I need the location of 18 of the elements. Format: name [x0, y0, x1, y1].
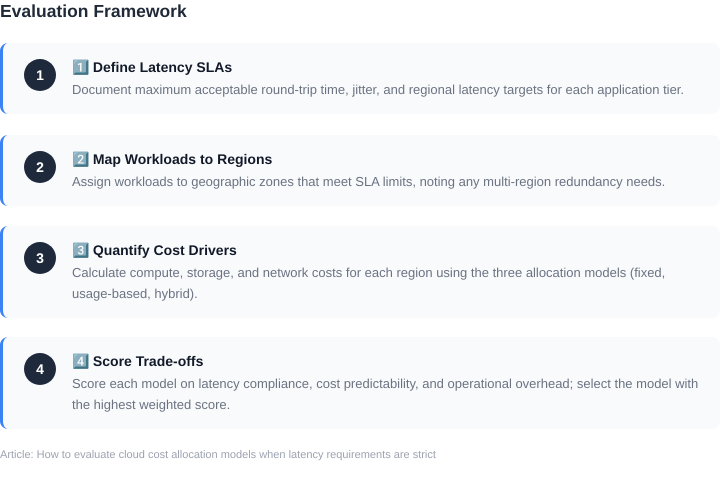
- step-heading: 2⃣ Map Workloads to Regions: [72, 150, 274, 169]
- step-card: [0, 337, 720, 429]
- page-title: Evaluation Framework: [0, 1, 187, 21]
- step-card: [0, 135, 720, 206]
- step-number-circle: 4: [24, 353, 56, 385]
- step-heading: 3⃣ Quantify Cost Drivers: [72, 241, 238, 260]
- step-description: Calculate compute, storage, and network costs for each region using the three allocation models (fixed, usage-based, hybrid).: [72, 264, 666, 303]
- step-card: [0, 226, 720, 318]
- step-description: Assign workloads to geographic zones that meet SLA limits, noting any multi-region redundancy needs.: [72, 173, 666, 191]
- step-card: [0, 43, 720, 114]
- step-number-circle: 2: [24, 151, 56, 183]
- step-description: Score each model on latency compliance, cost predictability, and operational overhead; select the model with the highest weighted score.: [72, 375, 700, 414]
- article-note: Article: How to evaluate cloud cost allocation models when latency requirements are strict: [0, 448, 436, 462]
- step-heading: 1⃣ Define Latency SLAs: [72, 58, 234, 77]
- step-description: Document maximum acceptable round-trip time, jitter, and regional latency targets for each application tier.: [72, 81, 686, 99]
- step-heading: 4⃣ Score Trade-offs: [72, 352, 204, 371]
- step-number-circle: 1: [24, 59, 56, 91]
- step-number-circle: 3: [24, 242, 56, 274]
